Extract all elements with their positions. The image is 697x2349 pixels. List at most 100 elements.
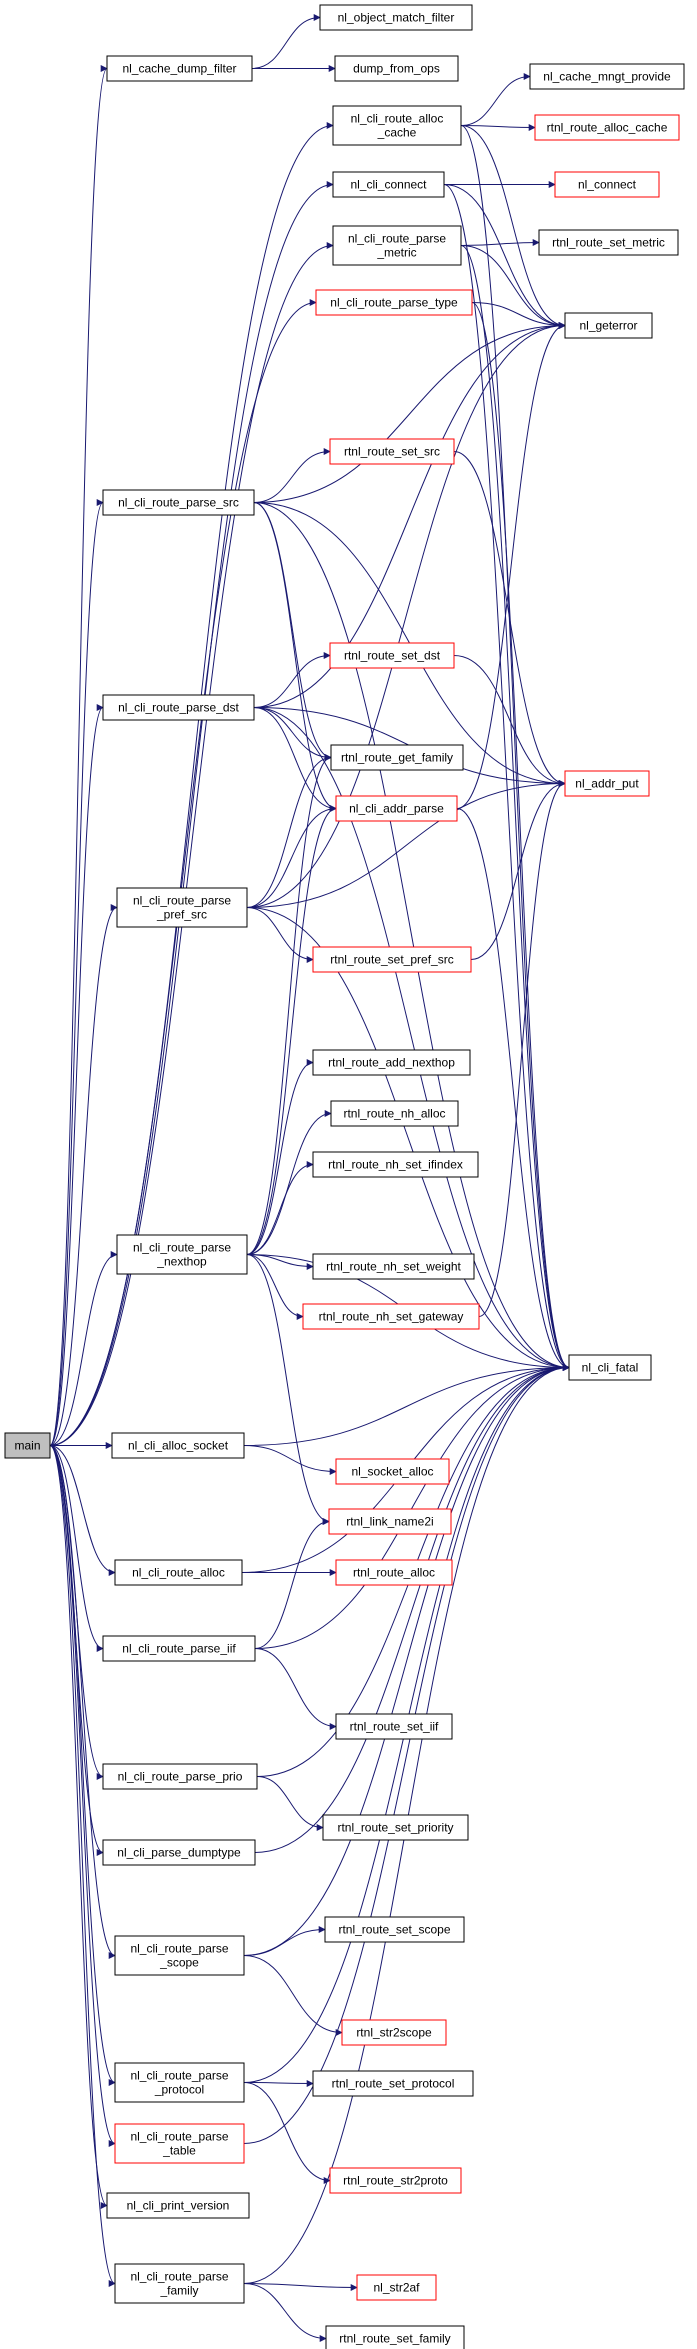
node-rtnl-route-nh-set-gateway[interactable]: rtnl_route_nh_set_gateway [302, 1303, 480, 1330]
node-label: rtnl_route_set_pref_src [330, 953, 453, 967]
node-label: nl_cache_dump_filter [122, 62, 236, 76]
node-box [102, 694, 255, 721]
node-nl-cli-route-parse-dst[interactable]: nl_cli_route_parse_dst [102, 694, 255, 721]
edge-nl-cli-route-parse-family-to-nl-str2af [243, 2283, 358, 2291]
node-label: nl_cli_route_parse [130, 1942, 228, 1956]
edge-nl-cli-route-parse-type-to-nl-cli-fatal [471, 302, 570, 1371]
node-rtnl-route-set-dst[interactable]: rtnl_route_set_dst [329, 642, 455, 669]
node-nl-cli-addr-parse[interactable]: nl_cli_addr_parse [335, 795, 458, 822]
node-nl-cli-route-alloc-cache[interactable]: nl_cli_route_alloc_cache [332, 105, 462, 146]
node-nl-str2af[interactable]: nl_str2af [356, 2274, 437, 2301]
node-nl-cli-route-parse-prio[interactable]: nl_cli_route_parse_prio [102, 1763, 258, 1790]
node-label: rtnl_route_nh_set_weight [326, 1260, 461, 1274]
node-rtnl-route-nh-alloc[interactable]: rtnl_route_nh_alloc [330, 1100, 459, 1127]
edge-nl-cli-route-parse-src-to-rtnl-route-get-family [253, 502, 332, 761]
node-rtnl-route-alloc[interactable]: rtnl_route_alloc [335, 1559, 453, 1586]
node-rtnl-route-set-src[interactable]: rtnl_route_set_src [329, 438, 455, 465]
node-nl-cli-route-parse-table[interactable]: nl_cli_route_parse_table [114, 2123, 245, 2164]
node-rtnl-route-nh-set-weight[interactable]: rtnl_route_nh_set_weight [312, 1253, 475, 1280]
node-box [312, 1151, 479, 1178]
node-layer: main nl_cache_dump_filter nl_object_match_… [4, 4, 685, 2349]
node-label: _protocol [154, 2083, 204, 2097]
node-label: rtnl_route_nh_set_ifindex [328, 1158, 463, 1172]
node-box [330, 744, 464, 771]
node-nl-cli-route-parse-metric[interactable]: nl_cli_route_parse_metric [332, 225, 462, 266]
node-box [312, 1049, 471, 1076]
node-nl-addr-put[interactable]: nl_addr_put [564, 770, 650, 797]
edge-rtnl-route-set-dst-to-nl-addr-put [453, 655, 566, 787]
node-label: nl_cli_parse_dumptype [117, 1846, 241, 1860]
node-nl-cli-route-parse-nexthop[interactable]: nl_cli_route_parse_nexthop [116, 1234, 248, 1275]
node-rtnl-route-nh-set-ifindex[interactable]: rtnl_route_nh_set_ifindex [312, 1151, 479, 1178]
node-nl-cli-route-parse-pref-src[interactable]: nl_cli_route_parse_pref_src [116, 887, 248, 928]
node-nl-cli-route-parse-src[interactable]: nl_cli_route_parse_src [102, 489, 255, 516]
node-box [102, 1763, 258, 1790]
edge-nl-cli-route-parse-nexthop-to-rtnl-route-get-family [246, 754, 332, 1255]
node-box [335, 795, 458, 822]
node-rtnl-route-set-priority[interactable]: rtnl_route_set_priority [322, 1814, 469, 1841]
node-nl-connect[interactable]: nl_connect [554, 171, 660, 198]
edge-main-to-nl-cli-route-parse-scope [49, 1445, 116, 1959]
node-nl-cli-route-parse-protocol[interactable]: nl_cli_route_parse_protocol [114, 2062, 245, 2103]
node-box [335, 1458, 450, 1485]
node-box [114, 1559, 243, 1586]
node-label: nl_str2af [373, 2281, 420, 2295]
node-label: nl_addr_put [575, 777, 639, 791]
node-rtnl-route-str2proto[interactable]: rtnl_route_str2proto [329, 2167, 462, 2194]
node-nl-cli-route-parse-scope[interactable]: nl_cli_route_parse_scope [114, 1935, 245, 1976]
node-label: nl_cache_mngt_provide [543, 70, 671, 84]
node-rtnl-route-set-scope[interactable]: rtnl_route_set_scope [324, 1916, 465, 1943]
node-nl-cli-route-parse-iif[interactable]: nl_cli_route_parse_iif [102, 1635, 256, 1662]
node-rtnl-str2scope[interactable]: rtnl_str2scope [341, 2019, 447, 2046]
edge-main-to-nl-cli-route-parse-family [49, 1445, 116, 2287]
node-main[interactable]: main [4, 1432, 51, 1459]
node-rtnl-route-add-nexthop[interactable]: rtnl_route_add_nexthop [312, 1049, 471, 1076]
node-label: nl_cli_route_parse_iif [122, 1642, 236, 1656]
node-box [564, 770, 650, 797]
edge-nl-cli-route-alloc-cache-to-rtnl-route-alloc-cache [460, 123, 536, 131]
edge-rtnl-route-set-src-to-nl-addr-put [453, 451, 566, 787]
node-nl-object-match-filter[interactable]: nl_object_match_filter [319, 4, 473, 31]
edge-nl-cli-route-parse-scope-to-nl-cli-fatal [243, 1364, 570, 1956]
node-nl-cli-connect[interactable]: nl_cli_connect [332, 171, 445, 198]
node-nl-socket-alloc[interactable]: nl_socket_alloc [335, 1458, 450, 1485]
edge-nl-cli-route-parse-src-to-nl-cli-fatal [253, 502, 570, 1371]
node-box [322, 1814, 469, 1841]
node-nl-cache-mngt-provide[interactable]: nl_cache_mngt_provide [529, 63, 685, 90]
node-label: nl_cli_route_alloc [351, 112, 444, 126]
node-box [529, 63, 685, 90]
edge-main-to-nl-cli-route-parse-dst [49, 704, 104, 1446]
node-nl-cli-parse-dumptype[interactable]: nl_cli_parse_dumptype [102, 1839, 256, 1866]
edge-nl-cli-addr-parse-to-nl-geterror [456, 322, 566, 809]
node-box [312, 1253, 475, 1280]
edge-main-to-nl-cli-route-parse-protocol [49, 1445, 116, 2086]
node-rtnl-link-name2i[interactable]: rtnl_link_name2i [328, 1508, 452, 1535]
node-label: rtnl_route_alloc_cache [547, 121, 668, 135]
node-rtnl-route-set-pref-src[interactable]: rtnl_route_set_pref_src [312, 946, 472, 973]
node-label: rtnl_route_str2proto [343, 2174, 448, 2188]
node-label: nl_geterror [579, 319, 637, 333]
node-rtnl-route-get-family[interactable]: rtnl_route_get_family [330, 744, 464, 771]
edge-nl-cli-route-parse-dst-to-rtnl-route-set-dst [253, 652, 331, 708]
node-rtnl-route-set-family[interactable]: rtnl_route_set_family [325, 2325, 465, 2349]
node-nl-cli-route-alloc[interactable]: nl_cli_route_alloc [114, 1559, 243, 1586]
node-nl-cli-route-parse-family[interactable]: nl_cli_route_parse_family [114, 2263, 245, 2304]
edge-nl-cli-connect-to-nl-geterror [443, 184, 566, 329]
node-nl-cli-alloc-socket[interactable]: nl_cli_alloc_socket [111, 1432, 245, 1459]
node-dump-from-ops[interactable]: dump_from_ops [334, 55, 459, 82]
edge-rtnl-route-set-pref-src-to-nl-addr-put [470, 780, 566, 960]
node-nl-geterror[interactable]: nl_geterror [564, 312, 653, 339]
node-rtnl-route-set-iif[interactable]: rtnl_route_set_iif [335, 1713, 453, 1740]
node-rtnl-route-set-metric[interactable]: rtnl_route_set_metric [538, 229, 679, 256]
edge-nl-cli-route-parse-pref-src-to-nl-geterror [246, 322, 566, 908]
node-nl-cli-fatal[interactable]: nl_cli_fatal [568, 1354, 652, 1381]
node-nl-cli-print-version[interactable]: nl_cli_print_version [106, 2192, 250, 2219]
node-box [329, 2167, 462, 2194]
node-nl-cache-dump-filter[interactable]: nl_cache_dump_filter [106, 55, 253, 82]
node-box [328, 1508, 452, 1535]
node-label: _scope [159, 1956, 199, 1970]
node-rtnl-route-alloc-cache[interactable]: rtnl_route_alloc_cache [534, 114, 680, 141]
node-nl-cli-route-parse-type[interactable]: nl_cli_route_parse_type [315, 289, 473, 316]
node-box [302, 1303, 480, 1330]
node-rtnl-route-set-protocol[interactable]: rtnl_route_set_protocol [312, 2070, 474, 2097]
